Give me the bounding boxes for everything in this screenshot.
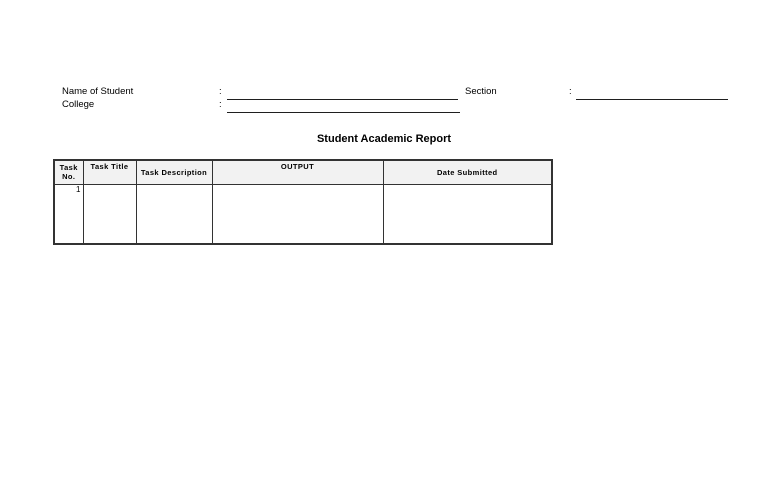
college-label: College: [62, 99, 95, 110]
name-of-student-label: Name of Student: [62, 86, 134, 97]
column-header-date-submitted: Date Submitted: [382, 159, 553, 185]
report-table: Task No. Task Title Task Description OUT…: [53, 159, 553, 245]
cell-task-description: [135, 183, 213, 245]
section-colon: :: [569, 86, 572, 97]
cell-task-no: 1: [53, 183, 84, 245]
section-label: Section: [465, 86, 497, 97]
column-header-task-no: Task No.: [53, 159, 84, 185]
table-row: 1: [53, 183, 553, 245]
report-title: Student Academic Report: [316, 133, 452, 145]
cell-task-title: [82, 183, 137, 245]
column-header-task-description: Task Description: [135, 159, 213, 185]
report-table-container: Task No. Task Title Task Description OUT…: [53, 159, 553, 245]
section-line: [576, 88, 728, 100]
name-of-student-colon: :: [219, 86, 222, 97]
column-header-output: OUTPUT: [211, 159, 384, 185]
name-of-student-line: [227, 88, 458, 100]
college-line: [227, 101, 460, 113]
college-colon: :: [219, 99, 222, 110]
column-header-task-title: Task Title: [82, 159, 137, 185]
table-header-row: Task No. Task Title Task Description OUT…: [53, 159, 553, 185]
cell-output: [211, 183, 384, 245]
cell-date-submitted: [382, 183, 553, 245]
